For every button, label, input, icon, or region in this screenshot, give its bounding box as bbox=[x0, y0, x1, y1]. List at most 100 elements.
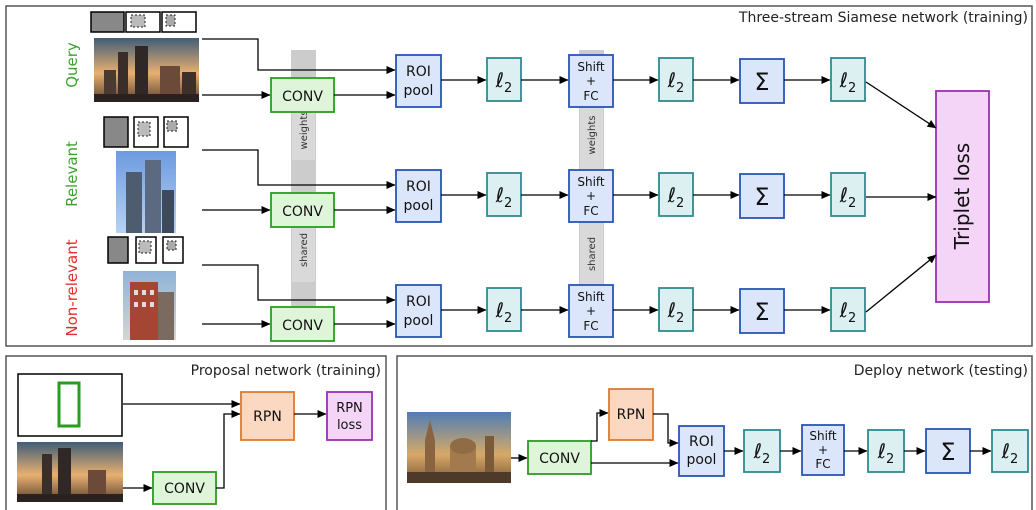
deploy-conv-box: CONV bbox=[527, 440, 592, 475]
shift-label-1-query: Shift bbox=[577, 60, 605, 74]
stream-label-relevant: Relevant bbox=[63, 141, 81, 207]
roi-label-1-relevant: ROI bbox=[406, 179, 431, 195]
relevant-region-thumbnails bbox=[103, 116, 189, 148]
shift-label-2-nonrelevant: + bbox=[586, 304, 596, 318]
l2-symbol: ℓ bbox=[839, 68, 848, 92]
svg-text:ℓ2: ℓ2 bbox=[839, 183, 857, 211]
l2-subscript: 2 bbox=[504, 81, 512, 96]
l2-symbol: ℓ bbox=[839, 183, 848, 207]
l2-subscript: 2 bbox=[848, 196, 856, 211]
deploy-roi-pool-box: ROI pool bbox=[678, 425, 725, 477]
l2-symbol: ℓ bbox=[495, 183, 504, 207]
roi-label-1-nonrelevant: ROI bbox=[406, 294, 431, 310]
l2-subscript: 2 bbox=[762, 452, 770, 467]
l2-symbol: ℓ bbox=[753, 439, 762, 463]
nonrelevant-region-thumbnails bbox=[107, 236, 184, 264]
svg-text:ℓ2: ℓ2 bbox=[1001, 439, 1019, 467]
rpn-loss-label-2: loss bbox=[337, 418, 362, 433]
l2-box-1-nonrelevant: ℓ2 bbox=[486, 287, 522, 332]
conv-label-nonrelevant: CONV bbox=[282, 318, 323, 334]
deploy-sum-label: Σ bbox=[940, 438, 955, 466]
shift-label-1-nonrelevant: Shift bbox=[577, 290, 605, 304]
fc-weights-label: weights bbox=[587, 116, 598, 155]
deploy-shift-label-2: + bbox=[818, 443, 828, 457]
deploy-panel-title: Deploy network (testing) bbox=[854, 363, 1028, 379]
shift-label-2-relevant: + bbox=[586, 189, 596, 203]
svg-text:ℓ2: ℓ2 bbox=[667, 183, 685, 211]
proposal-panel-title: Proposal network (training) bbox=[191, 363, 381, 379]
proposal-conv-box: CONV bbox=[152, 471, 217, 505]
l2-subscript: 2 bbox=[676, 81, 684, 96]
l2-box-2-nonrelevant: ℓ2 bbox=[658, 287, 694, 332]
l2-symbol: ℓ bbox=[839, 298, 848, 322]
l2-box-2-relevant: ℓ2 bbox=[658, 172, 694, 217]
proposal-photo bbox=[17, 442, 123, 502]
l2-symbol: ℓ bbox=[877, 439, 886, 463]
svg-text:ℓ2: ℓ2 bbox=[839, 68, 857, 96]
l2-box-3-relevant: ℓ2 bbox=[830, 172, 866, 217]
l2-box-3-nonrelevant: ℓ2 bbox=[830, 287, 866, 332]
svg-text:ℓ2: ℓ2 bbox=[877, 439, 895, 467]
l2-subscript: 2 bbox=[1010, 452, 1018, 467]
deploy-roi-label-1: ROI bbox=[689, 434, 714, 450]
sum-box-relevant: Σ bbox=[739, 173, 785, 219]
query-region-thumbnails bbox=[90, 11, 197, 33]
sum-label-query: Σ bbox=[754, 68, 769, 96]
roi-label-1-query: ROI bbox=[406, 64, 431, 80]
triplet-loss-block: Triplet loss bbox=[935, 90, 990, 303]
rpn-loss-label-1: RPN bbox=[336, 401, 363, 416]
conv-box-query: CONV bbox=[270, 77, 335, 113]
l2-symbol: ℓ bbox=[495, 68, 504, 92]
query-photo bbox=[94, 38, 199, 102]
l2-box-1-query: ℓ2 bbox=[486, 57, 522, 102]
l2-subscript: 2 bbox=[886, 452, 894, 467]
rpn-loss-box: RPN loss bbox=[326, 391, 373, 441]
l2-subscript: 2 bbox=[504, 196, 512, 211]
proposal-box-input bbox=[17, 373, 123, 437]
nonrelevant-photo bbox=[123, 271, 176, 340]
l2-symbol: ℓ bbox=[667, 183, 676, 207]
l2-symbol: ℓ bbox=[495, 298, 504, 322]
roi-pool-box-relevant: ROI pool bbox=[395, 169, 442, 223]
conv-box-nonrelevant: CONV bbox=[270, 306, 335, 342]
stream-label-nonrelevant: Non-relevant bbox=[63, 239, 81, 336]
l2-symbol: ℓ bbox=[1001, 439, 1010, 463]
l2-symbol: ℓ bbox=[667, 298, 676, 322]
conv-label-relevant: CONV bbox=[282, 204, 323, 220]
proposal-conv-label: CONV bbox=[164, 481, 205, 497]
svg-text:ℓ2: ℓ2 bbox=[495, 68, 513, 96]
l2-subscript: 2 bbox=[848, 311, 856, 326]
deploy-roi-label-2: pool bbox=[687, 452, 717, 468]
shift-label-3-nonrelevant: FC bbox=[583, 319, 598, 333]
l2-subscript: 2 bbox=[676, 311, 684, 326]
l2-subscript: 2 bbox=[504, 311, 512, 326]
l2-box-2-query: ℓ2 bbox=[658, 57, 694, 102]
roi-label-2-relevant: pool bbox=[404, 198, 434, 214]
shift-fc-box-relevant: Shift+FC bbox=[568, 169, 614, 223]
deploy-shift-label-3: FC bbox=[815, 457, 830, 471]
shift-label-2-query: + bbox=[586, 74, 596, 88]
l2-subscript: 2 bbox=[676, 196, 684, 211]
deploy-photo bbox=[407, 412, 511, 483]
deploy-shift-label-1: Shift bbox=[809, 429, 837, 443]
stream-label-query: Query bbox=[63, 42, 81, 88]
deploy-conv-label: CONV bbox=[539, 451, 580, 467]
l2-box-3-query: ℓ2 bbox=[830, 57, 866, 102]
l2-box-1-relevant: ℓ2 bbox=[486, 172, 522, 217]
shift-label-1-relevant: Shift bbox=[577, 175, 605, 189]
svg-text:ℓ2: ℓ2 bbox=[753, 439, 771, 467]
proposal-rpn-box: RPN bbox=[240, 391, 295, 441]
conv-box-relevant: CONV bbox=[270, 192, 335, 228]
sum-label-nonrelevant: Σ bbox=[754, 298, 769, 326]
triplet-loss-label: Triplet loss bbox=[950, 143, 974, 250]
deploy-rpn-box: RPN bbox=[608, 388, 654, 441]
deploy-sum-box: Σ bbox=[925, 428, 971, 474]
deploy-shift-fc-box: Shift + FC bbox=[801, 424, 845, 476]
fc-shared-label: shared bbox=[587, 237, 598, 271]
